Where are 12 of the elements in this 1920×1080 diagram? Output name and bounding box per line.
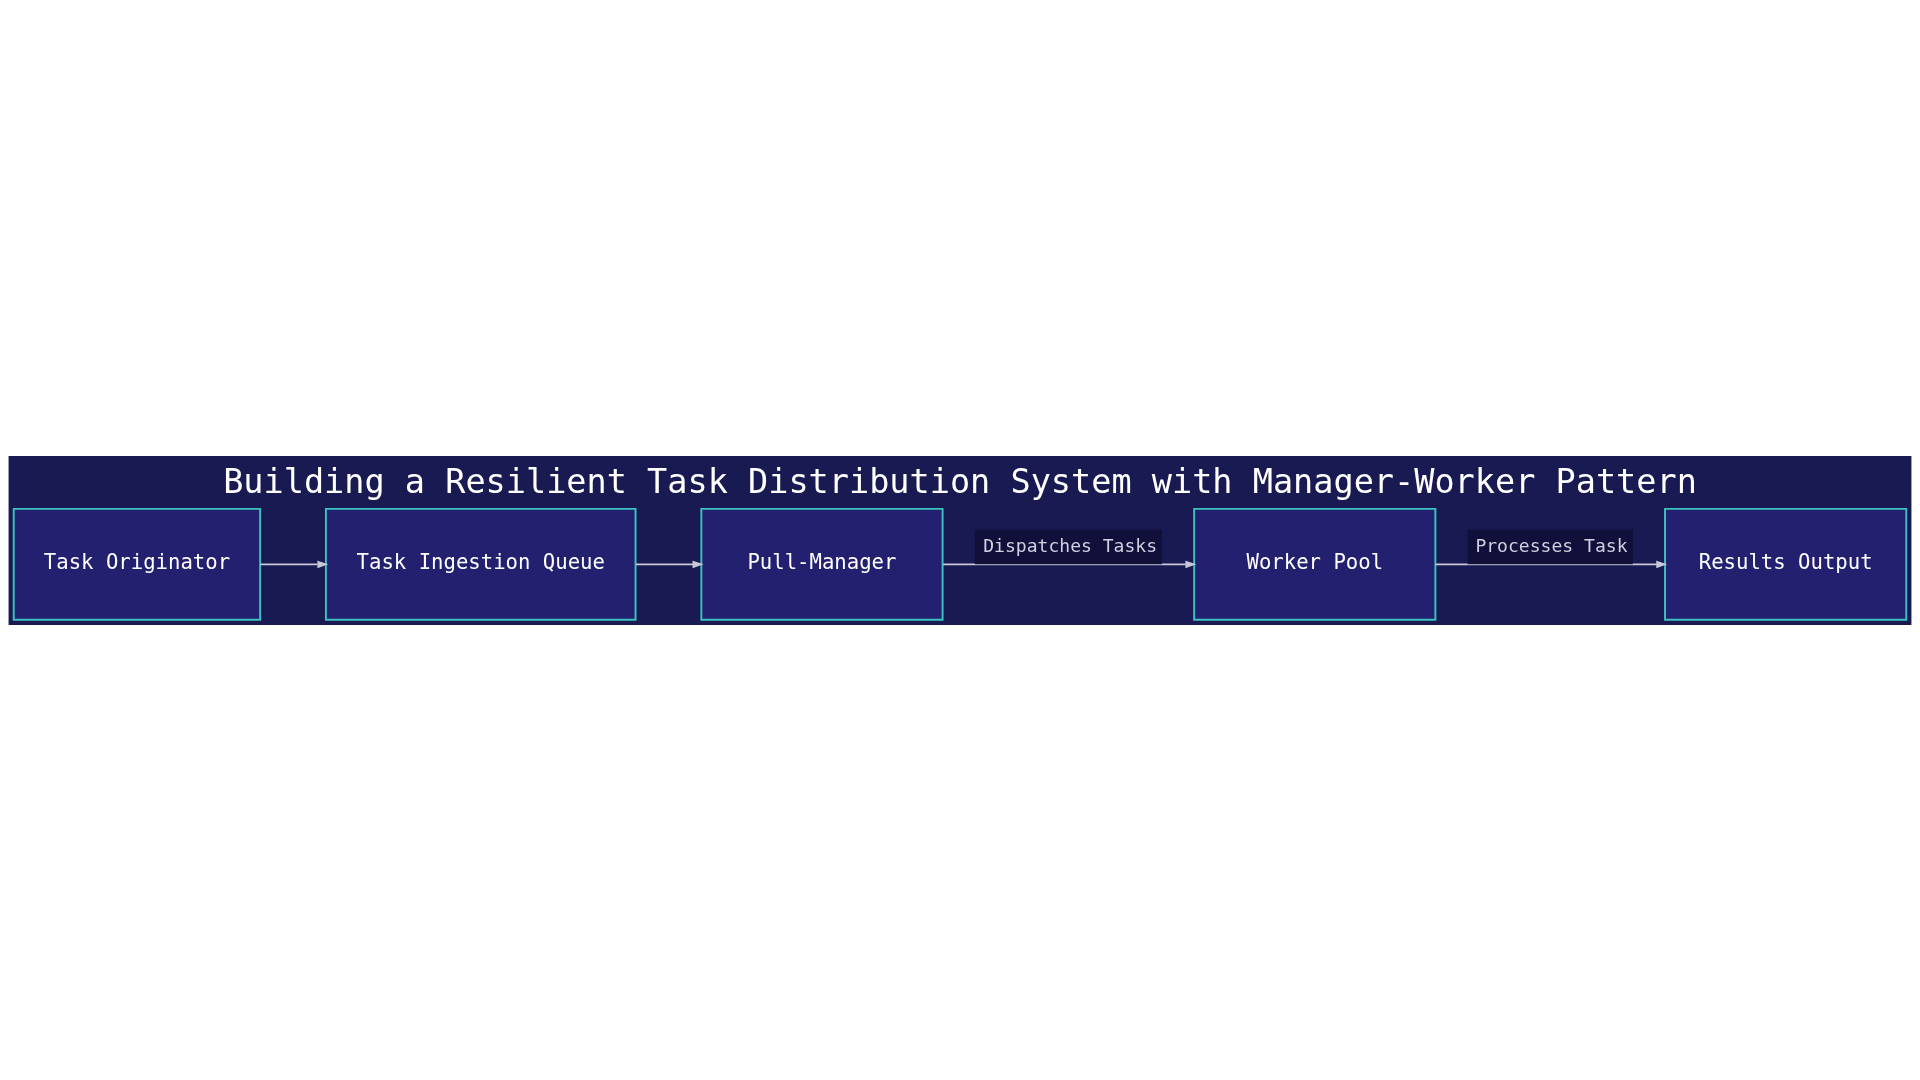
node-box: Results Output xyxy=(1664,507,1908,621)
node-box: Task Originator xyxy=(12,507,262,621)
node-box: Task Ingestion Queue xyxy=(324,507,637,621)
arrow xyxy=(635,560,704,568)
arrow xyxy=(1434,560,1668,568)
arrow xyxy=(259,560,329,568)
node-box: Pull-Manager xyxy=(700,507,944,621)
arrow xyxy=(942,560,1197,568)
edge-label: Processes Task xyxy=(1475,534,1628,556)
diagram-title: Building a Resilient Task Distribution System with Manager-Worker Pattern xyxy=(223,461,1697,501)
node-box: Worker Pool xyxy=(1193,507,1437,621)
edge-label: Dispatches Tasks xyxy=(983,534,1158,556)
